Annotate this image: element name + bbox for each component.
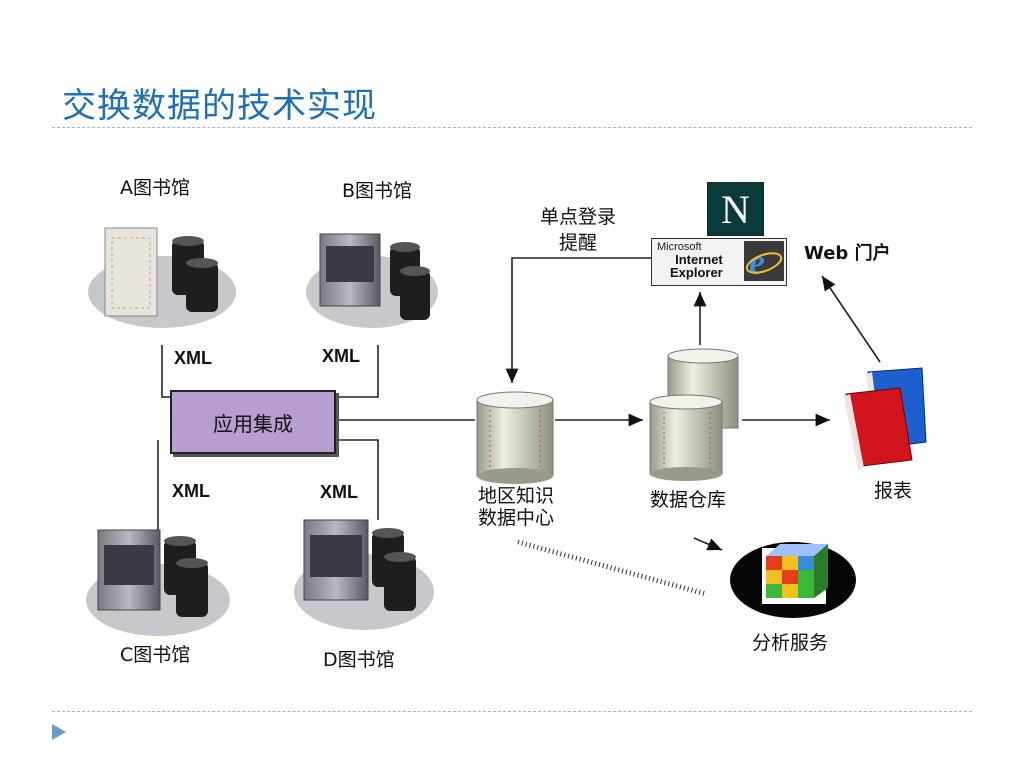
- line-a-to-app: [161, 345, 170, 398]
- server-d: [294, 519, 434, 630]
- dotted-link-center-analysis: [517, 539, 707, 597]
- library-a-label: A图书馆: [120, 177, 190, 199]
- warehouse-cylinders: [649, 348, 739, 481]
- analysis-label: 分析服务: [752, 632, 829, 654]
- bullet-triangle-icon: [52, 724, 66, 740]
- app-integration-box: 应用集成: [170, 390, 336, 454]
- arrow-browser-to-center: [505, 257, 651, 383]
- arrow-to-analysis: [693, 537, 723, 551]
- regional-center-cylinder: [476, 391, 554, 484]
- report-books: [844, 367, 927, 470]
- xml-label-a: XML: [174, 348, 212, 368]
- internet-explorer-icon: Microsoft Internet Explorer e: [651, 238, 787, 286]
- netscape-icon: N: [707, 182, 764, 236]
- analysis-cube: [730, 542, 856, 618]
- library-c-label: C图书馆: [120, 644, 191, 666]
- line-b-to-app: [334, 345, 379, 398]
- sso-label: 单点登录 提醒: [539, 206, 616, 254]
- line-app-to-d: [334, 439, 379, 520]
- web-portal-label: Web 门户: [804, 243, 891, 264]
- library-d-label: D图书馆: [323, 649, 395, 671]
- bottom-divider: [52, 711, 972, 712]
- report-label: 报表: [874, 480, 913, 502]
- top-divider: [52, 127, 972, 128]
- library-b-label: B图书馆: [342, 180, 413, 202]
- server-b: [306, 233, 438, 328]
- server-c: [86, 529, 230, 636]
- arrow-report-to-portal: [821, 275, 881, 363]
- xml-label-c: XML: [172, 481, 210, 501]
- server-a: [88, 227, 236, 328]
- connectors: [157, 257, 881, 551]
- xml-label-d: XML: [320, 482, 358, 502]
- xml-label-b: XML: [322, 346, 360, 366]
- ie-e-icon: e: [744, 241, 784, 281]
- page-title: 交换数据的技术实现: [62, 86, 377, 126]
- warehouse-label: 数据仓库: [650, 489, 727, 511]
- regional-center-label: 地区知识 数据中心: [477, 485, 554, 529]
